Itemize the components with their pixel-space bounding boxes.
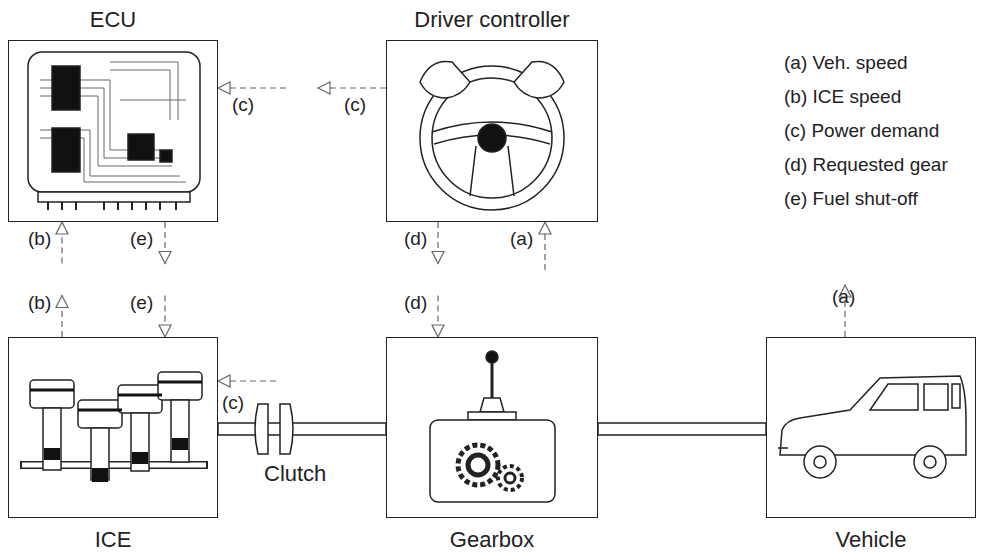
box-title: Driver controller — [367, 7, 617, 33]
part-name: Clutch — [264, 463, 326, 485]
signal-label: (a) — [510, 228, 533, 250]
edge-label: (c) — [232, 94, 254, 116]
vehicle-box: Vehicle — [766, 337, 976, 518]
gearbox-box: Gearbox — [386, 337, 598, 518]
legend-line: (e) Fuel shut-off — [784, 188, 918, 210]
signal-arrow — [432, 222, 444, 337]
signal-label: (d) — [404, 292, 427, 314]
clutch-symbol — [255, 404, 293, 454]
signal-label: (a) — [832, 286, 855, 308]
legend-line: (c) Power demand — [784, 120, 939, 142]
ice-box: ICE — [8, 337, 218, 518]
ecu-board — [28, 52, 200, 210]
signal-label: (e) — [130, 292, 153, 314]
signal-arrow — [56, 222, 68, 337]
drive-shaft — [598, 423, 766, 435]
legend-line: (d) Requested gear — [784, 154, 948, 176]
signal-label: (b) — [28, 292, 51, 314]
ecu-box: ECU — [8, 40, 218, 222]
signal-arrow — [218, 82, 386, 94]
signal-label: (c) — [344, 94, 366, 116]
signal-label: (c) — [222, 392, 244, 414]
drive-shaft — [218, 423, 386, 435]
signal-arrow — [159, 222, 171, 337]
edge-label: (d) — [404, 228, 427, 250]
legend-line: (b) ICE speed — [784, 86, 901, 108]
box-title: Gearbox — [367, 527, 617, 553]
steering-wheel — [420, 61, 564, 210]
box-title: ICE — [0, 527, 237, 553]
engine-pistons — [20, 372, 208, 482]
box-title: Vehicle — [747, 527, 984, 553]
legend-line: (a) Veh. speed — [784, 52, 908, 74]
gearbox-figure — [430, 351, 555, 502]
edge-label: (e) — [130, 228, 153, 250]
box-title: ECU — [0, 7, 237, 33]
car-figure — [778, 376, 966, 478]
edge-label: (b) — [28, 228, 51, 250]
driver-controller-box: Driver controller — [386, 40, 598, 222]
open-signal-arrows — [218, 222, 851, 387]
